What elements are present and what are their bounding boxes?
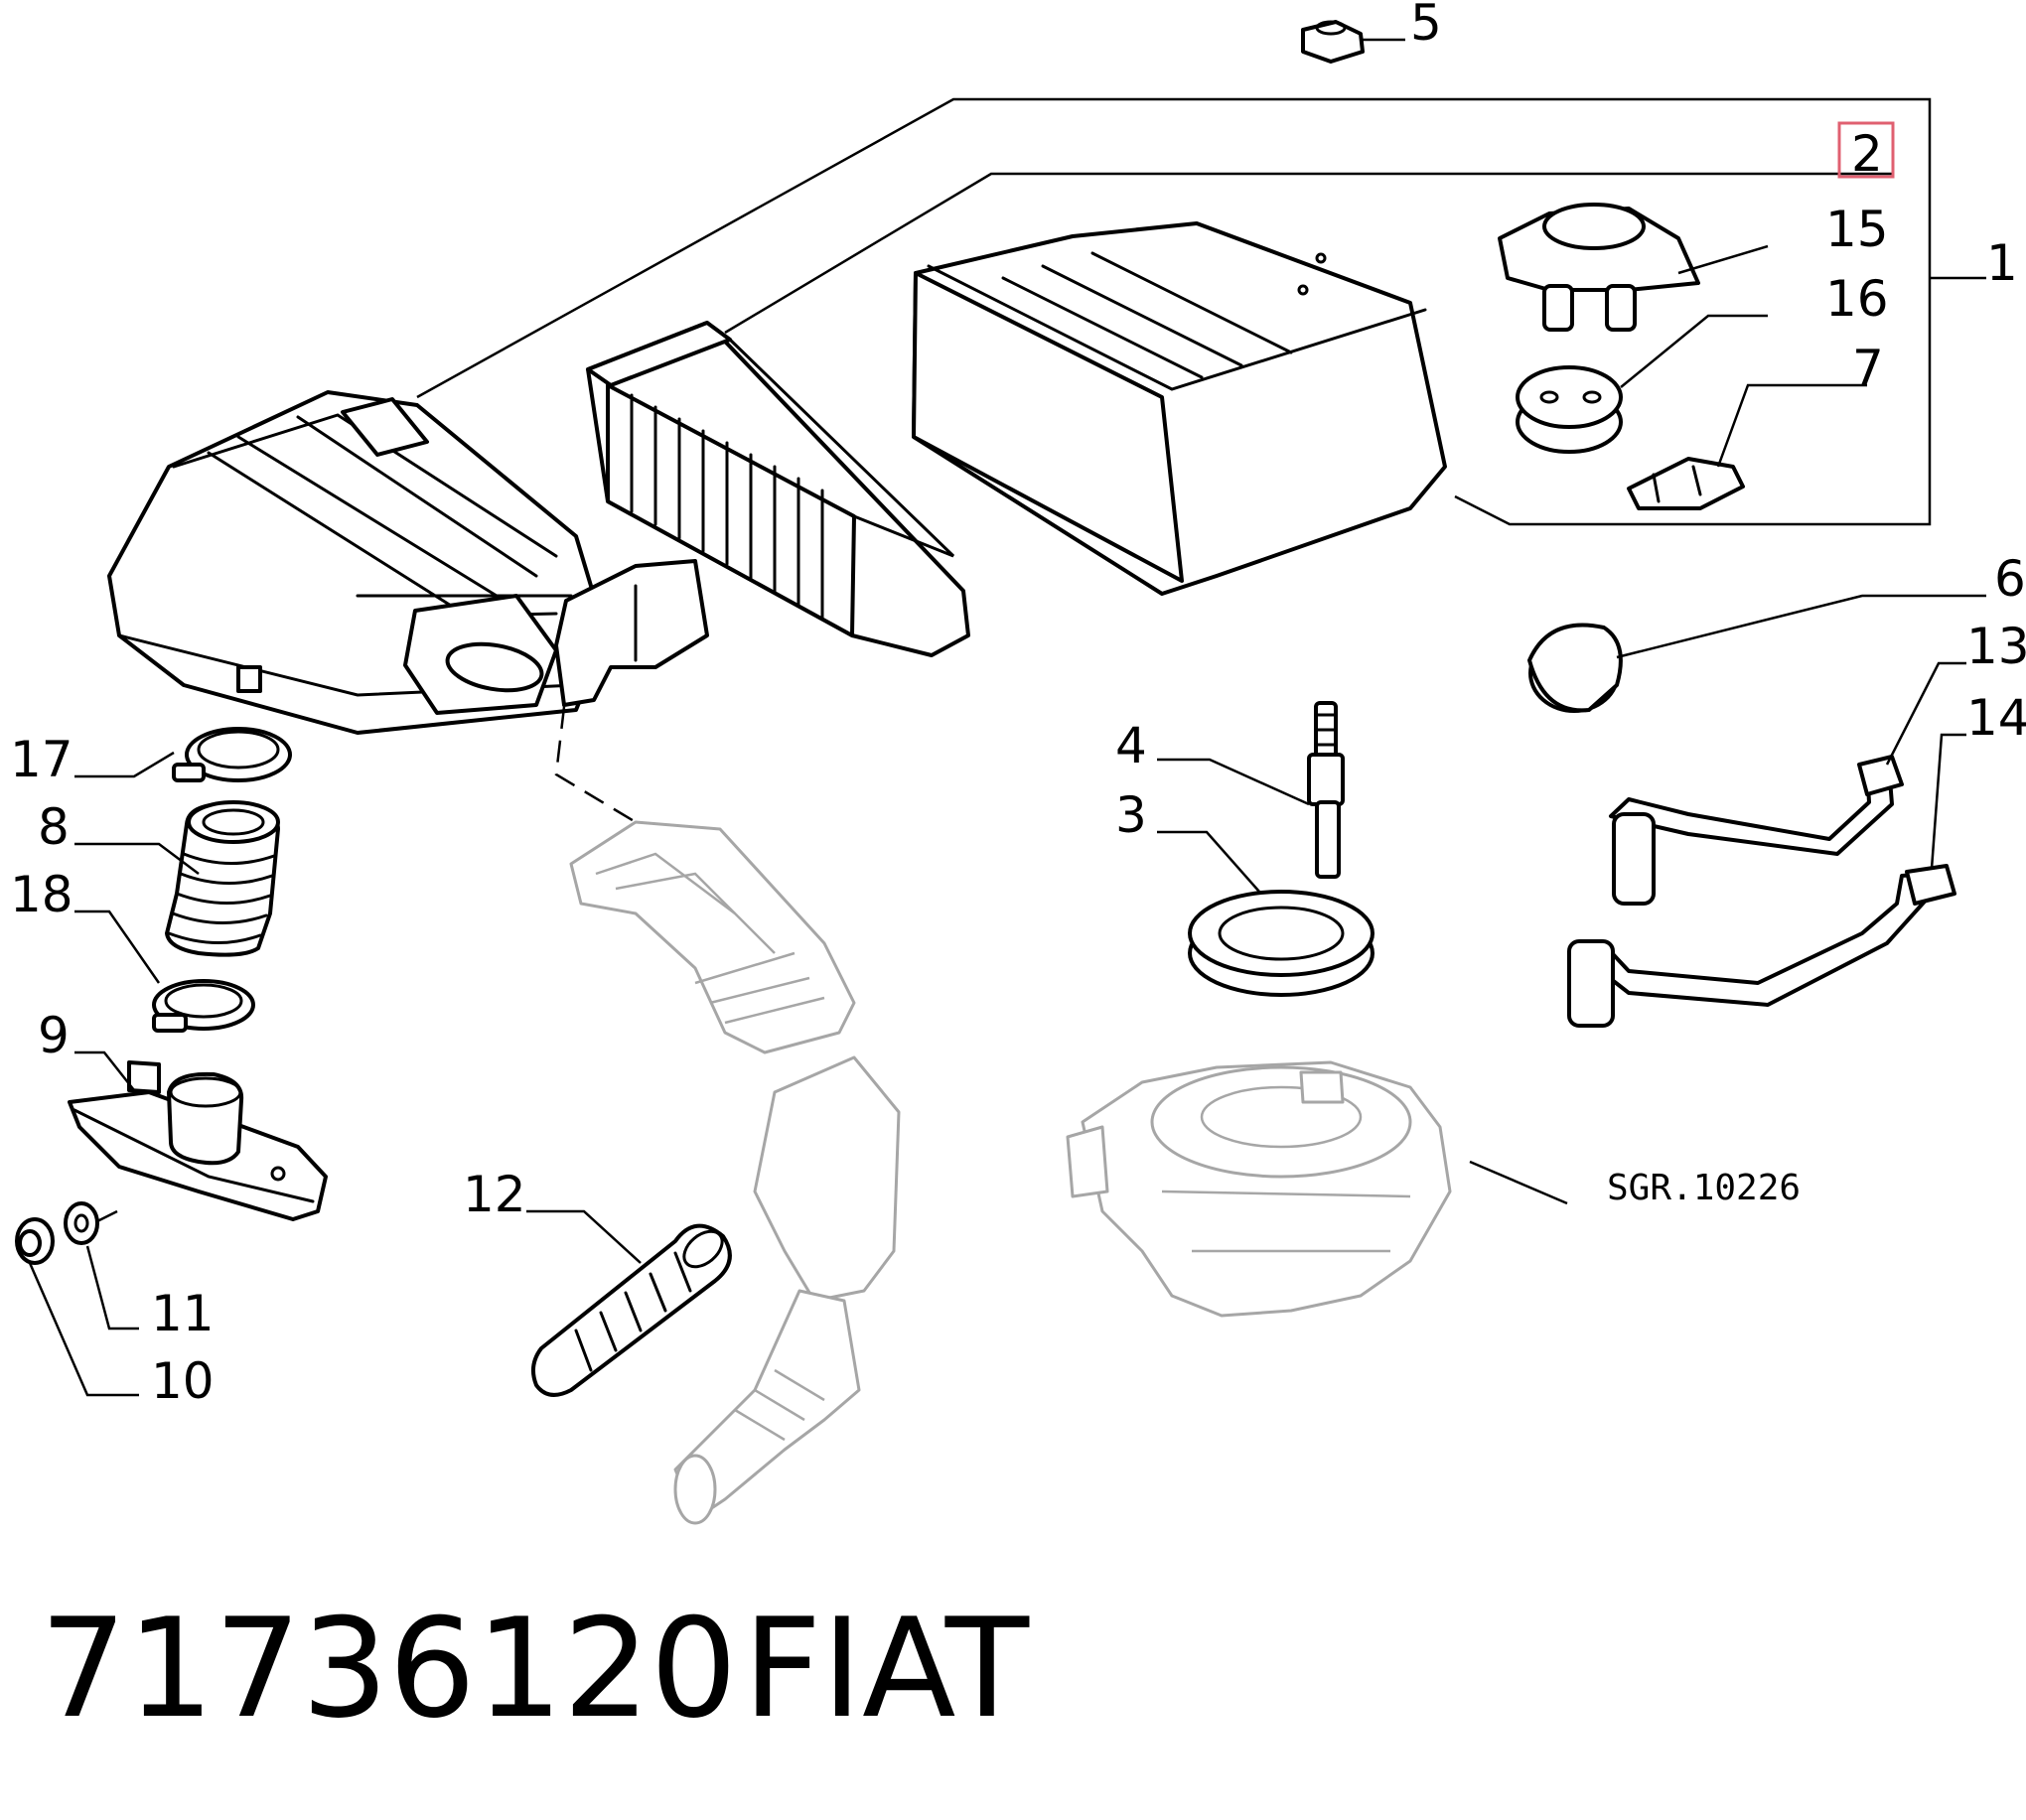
part-9-base (68, 1050, 328, 1221)
part-12-hose (526, 1209, 732, 1397)
callout-4: 4 (1115, 717, 1147, 774)
part-number: 71736120 (40, 1589, 737, 1749)
callout-11: 11 (151, 1285, 215, 1342)
highlight-box-callout-2 (1837, 121, 1895, 179)
callout-7: 7 (1852, 340, 1884, 397)
callout-9: 9 (38, 1007, 70, 1064)
part-14-hose (1567, 733, 1966, 1028)
bracket-assembly-2 (724, 172, 1892, 335)
ghost-intake-duct (569, 820, 856, 1054)
part-18-clamp (74, 910, 255, 1033)
part-10-nut (15, 1217, 139, 1397)
part-5-nut (1301, 20, 1405, 64)
filter-pleats (630, 393, 824, 622)
callout-17: 17 (10, 731, 73, 788)
bracket-assembly-1 (416, 97, 1932, 526)
part-6-cap (1527, 594, 1986, 713)
air-filter-housing (912, 221, 1447, 596)
callout-15: 15 (1825, 201, 1889, 258)
callout-2: 2 (1851, 125, 1883, 183)
air-filter-cover (107, 390, 709, 735)
brand-name: FIAT (743, 1589, 1030, 1749)
part-17-clamp (74, 727, 292, 782)
part-8-bellows (74, 800, 280, 957)
filter-element (586, 321, 970, 657)
part-7-clip (1627, 383, 1867, 510)
callout-3: 3 (1115, 786, 1147, 844)
callout-8: 8 (38, 798, 70, 856)
callout-14: 14 (1966, 689, 2026, 747)
callout-13: 13 (1966, 618, 2026, 675)
callout-10: 10 (151, 1352, 215, 1410)
part-11-washer (64, 1201, 139, 1330)
part-16-disc (1516, 314, 1768, 454)
callout-6: 6 (1994, 550, 2026, 608)
ghost-throttle-duct (673, 1055, 901, 1525)
reference-code: SGR.10226 (1607, 1168, 1801, 1208)
part-4-stud (1157, 701, 1345, 879)
callout-5: 5 (1410, 0, 1442, 52)
ghost-carburettor (1066, 1060, 1452, 1318)
assembly-dashed-line (554, 706, 637, 824)
callout-1: 1 (1986, 234, 2018, 292)
part-3-gasket (1157, 830, 1375, 997)
callout-12: 12 (463, 1166, 526, 1223)
callout-18: 18 (10, 866, 73, 923)
part-13-hose (1609, 661, 1966, 906)
part-15-valve (1498, 203, 1769, 332)
leader-ref-code (1469, 1160, 1568, 1205)
callout-16: 16 (1825, 270, 1889, 328)
